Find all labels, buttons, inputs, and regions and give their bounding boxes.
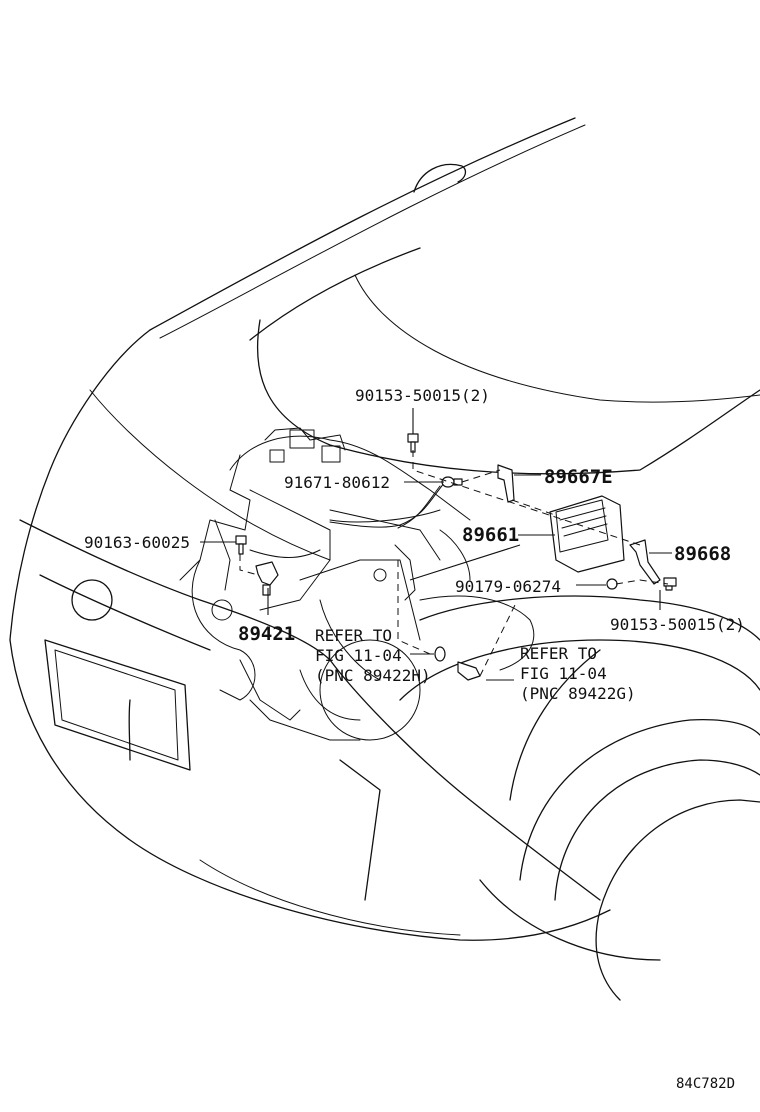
label-bolt-right: 90153-50015(2) (610, 615, 745, 634)
label-clip: 91671-80612 (284, 473, 390, 492)
label-ecu: 89661 (462, 524, 519, 546)
label-bracket-right: 89668 (674, 543, 731, 565)
bracket-e-icon (497, 464, 515, 503)
refer-left-line3: (PNC 89422H) (315, 666, 431, 685)
label-nut: 90179-06274 (455, 577, 561, 596)
label-bolt-top: 90153-50015(2) (355, 386, 490, 405)
label-bolt-left: 90163-60025 (84, 533, 190, 552)
figure-code: 84C782D (676, 1076, 735, 1092)
clip-icon (441, 476, 463, 488)
bolt-right-icon (663, 577, 677, 591)
refer-right-part-icon (457, 661, 481, 681)
refer-left-line1: REFER TO (315, 626, 392, 645)
label-bracket-e: 89667E (544, 466, 613, 488)
car-body-outline (9, 117, 760, 1001)
refer-note-right: REFER TO FIG 11-04 (PNC 89422G) (520, 644, 636, 703)
refer-right-line1: REFER TO (520, 644, 597, 663)
leader-lines (200, 408, 672, 681)
refer-right-line3: (PNC 89422G) (520, 684, 636, 703)
nut-icon (606, 578, 618, 590)
refer-right-line2: FIG 11-04 (520, 664, 607, 683)
refer-left-part-icon (434, 646, 446, 662)
label-sensor: 89421 (238, 623, 295, 645)
bolt-left-icon (235, 535, 247, 555)
bracket-right-icon (629, 539, 661, 585)
assembly-lines (239, 450, 669, 677)
engine-block (179, 427, 535, 741)
sensor-icon (255, 561, 279, 596)
bolt-top-icon (407, 433, 419, 453)
ecu-icon (549, 495, 625, 573)
refer-left-line2: FIG 11-04 (315, 646, 402, 665)
refer-note-left: REFER TO FIG 11-04 (PNC 89422H) (315, 626, 431, 685)
